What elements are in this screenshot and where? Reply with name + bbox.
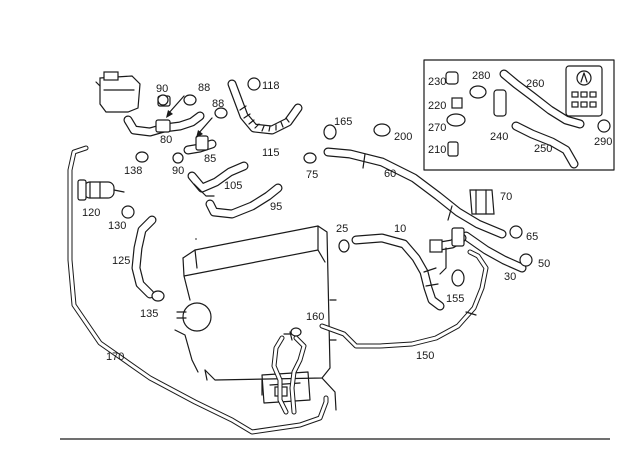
label-155: 155 (446, 293, 464, 305)
label-70: 70 (500, 191, 512, 203)
label-90b: 90 (172, 165, 184, 177)
label-88a: 88 (198, 82, 210, 94)
hose-10 (351, 233, 445, 311)
pipe-150 (319, 249, 489, 349)
valve-85 (183, 117, 217, 155)
label-65: 65 (526, 231, 538, 243)
label-130: 130 (108, 220, 126, 232)
label-160: 160 (306, 311, 324, 323)
hose-80 (123, 95, 205, 137)
label-90a: 90 (156, 83, 168, 95)
label-170: 170 (106, 351, 124, 363)
hose-60 (323, 147, 507, 239)
label-85: 85 (204, 153, 216, 165)
label-200: 200 (394, 131, 412, 143)
label-105: 105 (224, 180, 242, 192)
hose-115 (227, 79, 303, 135)
label-150: 150 (416, 350, 434, 362)
label-280: 280 (472, 70, 490, 82)
label-270: 270 (428, 122, 446, 134)
label-95: 95 (270, 201, 282, 213)
hose-30 (429, 227, 527, 275)
label-115: 115 (262, 147, 280, 159)
label-240: 240 (490, 131, 508, 143)
label-118: 118 (262, 80, 280, 92)
label-250: 250 (534, 143, 552, 155)
reservoir (95, 71, 141, 113)
heater-symbol-icon (576, 70, 592, 86)
label-60: 60 (384, 168, 396, 180)
hose-95 (205, 183, 283, 219)
pipe-170 (67, 145, 329, 435)
part-labels: 10 25 30 50 60 65 70 75 80 85 88 88 90 9… (82, 70, 612, 363)
label-260: 260 (526, 78, 544, 90)
label-210: 210 (428, 144, 446, 156)
label-120: 120 (82, 207, 100, 219)
label-80: 80 (160, 134, 172, 146)
label-10: 10 (394, 223, 406, 235)
hose-125 (131, 215, 157, 299)
label-75: 75 (306, 169, 318, 181)
label-220: 220 (428, 100, 446, 112)
label-290: 290 (594, 136, 612, 148)
label-230: 230 (428, 76, 446, 88)
clamps (121, 77, 611, 337)
pipe-160 (271, 331, 307, 415)
hose-105 (187, 161, 249, 197)
label-138: 138 (124, 165, 142, 177)
label-25: 25 (336, 223, 348, 235)
label-30: 30 (504, 271, 516, 283)
label-135: 135 (140, 308, 158, 320)
label-165: 165 (334, 116, 352, 128)
label-50: 50 (538, 258, 550, 270)
label-88b: 88 (212, 98, 224, 110)
label-125: 125 (112, 255, 130, 267)
pump-120 (77, 179, 125, 201)
inset-box (423, 59, 615, 171)
